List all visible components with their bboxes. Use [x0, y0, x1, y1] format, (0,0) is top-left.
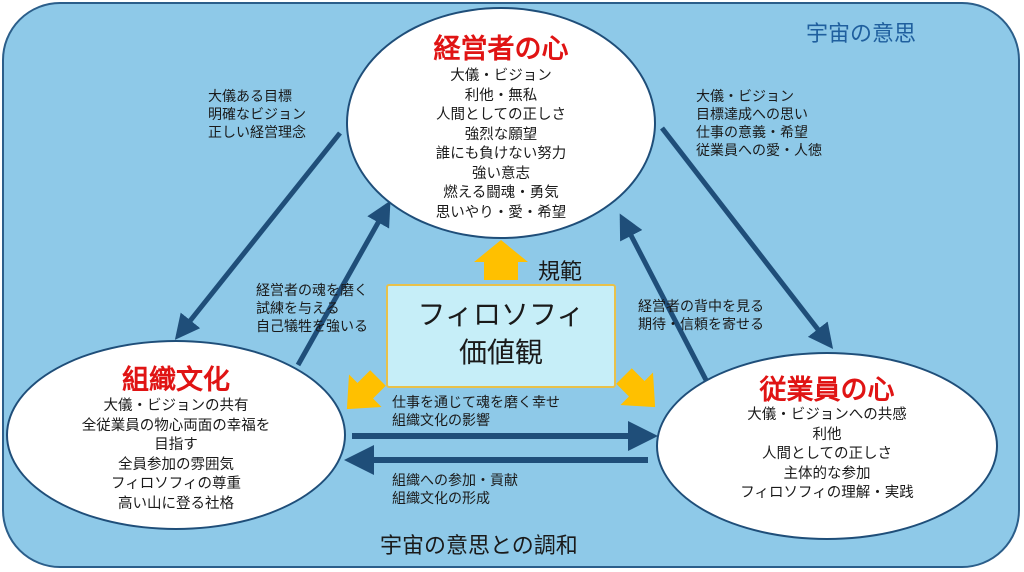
- culture-item: 全従業員の物心両面の幸福を: [81, 417, 271, 434]
- manager-item: 大儀・ビジョン: [450, 68, 552, 84]
- manager-heart-title: 経営者の心: [433, 34, 569, 65]
- manager-to-culture-arrow: [174, 131, 342, 340]
- manager-item: 利他・無私: [464, 87, 538, 104]
- culture-item: 大儀・ビジョンの共有: [103, 398, 249, 414]
- employee-heart-title: 従業員の心: [759, 375, 895, 406]
- cosmos-will-label: 宇宙の意思: [806, 22, 917, 47]
- manager-item: 人間としての正しさ: [435, 107, 567, 123]
- employee-item: フィロソフィの理解・実践: [740, 485, 914, 501]
- norm-up-arrow: [474, 240, 528, 280]
- manager-to-employee-label: 大儀・ビジョン 目標達成への思い 仕事の意義・希望 従業員への愛・人徳: [696, 89, 822, 159]
- organization-culture-title: 組織文化: [122, 365, 230, 396]
- manager-item: 強烈な願望: [464, 126, 538, 143]
- employee-item: 主体的な参加: [783, 465, 871, 482]
- manager-heart-node: 経営者の心 大儀・ビジョン 利他・無私 人間としての正しさ 強烈な願望 誰にも負…: [346, 7, 656, 239]
- norm-label: 規範: [538, 260, 583, 285]
- philosophy-to-culture-arrow: [346, 370, 386, 410]
- manager-item: 思いやり・愛・希望: [435, 204, 567, 221]
- employee-item: 大儀・ビジョンへの共感: [747, 407, 907, 423]
- culture-to-employee-label: 仕事を通じて魂を磨く幸せ 組織文化の影響: [392, 395, 560, 429]
- manager-to-culture-label: 大儀ある目標 明確なビジョン 正しい経営理念: [208, 89, 306, 141]
- culture-to-manager-label: 経営者の魂を磨く 試練を与える 自己犠牲を強いる: [256, 283, 368, 335]
- employee-to-manager-arrow: [619, 213, 709, 382]
- manager-item: 燃える闘魂・勇気: [443, 185, 559, 201]
- employee-to-culture-label: 組織への参加・貢献 組織文化の形成: [392, 473, 518, 507]
- culture-item: 目指す: [154, 437, 198, 453]
- employee-heart-items: 大儀・ビジョンへの共感 利他 人間としての正しさ 主体的な参加 フィロソフィの理…: [658, 406, 996, 504]
- manager-heart-items: 大儀・ビジョン 利他・無私 人間としての正しさ 強烈な願望 誰にも負けない努力 …: [348, 67, 654, 223]
- philosophy-title: フィロソフィ: [417, 298, 585, 331]
- philosophy-to-employee-arrow: [616, 368, 656, 408]
- organization-culture-items: 大儀・ビジョンの共有 全従業員の物心両面の幸福を 目指す 全員参加の雰囲気 フィ…: [8, 397, 344, 514]
- manager-to-employee-arrow: [660, 126, 834, 349]
- philosophy-box: フィロソフィ 価値観: [386, 284, 616, 388]
- culture-item: 全員参加の雰囲気: [118, 456, 234, 473]
- organization-culture-node: 組織文化 大儀・ビジョンの共有 全従業員の物心両面の幸福を 目指す 全員参加の雰…: [6, 340, 346, 530]
- employee-to-manager-label: 経営者の背中を見る 期待・信頼を寄せる: [638, 299, 764, 333]
- culture-item: フィロソフィの尊重: [111, 476, 241, 492]
- employee-item: 利他: [812, 426, 842, 443]
- manager-item: 誰にも負けない努力: [435, 146, 567, 162]
- culture-item: 高い山に登る社格: [118, 495, 234, 512]
- culture-to-manager-arrow: [295, 200, 391, 367]
- manager-item: 強い意志: [472, 165, 530, 182]
- employee-item: 人間としての正しさ: [761, 446, 893, 462]
- harmony-label: 宇宙の意思との調和: [380, 534, 578, 559]
- employee-heart-node: 従業員の心 大儀・ビジョンへの共感 利他 人間としての正しさ 主体的な参加 フィ…: [656, 352, 998, 540]
- philosophy-subtitle: 価値観: [458, 336, 543, 369]
